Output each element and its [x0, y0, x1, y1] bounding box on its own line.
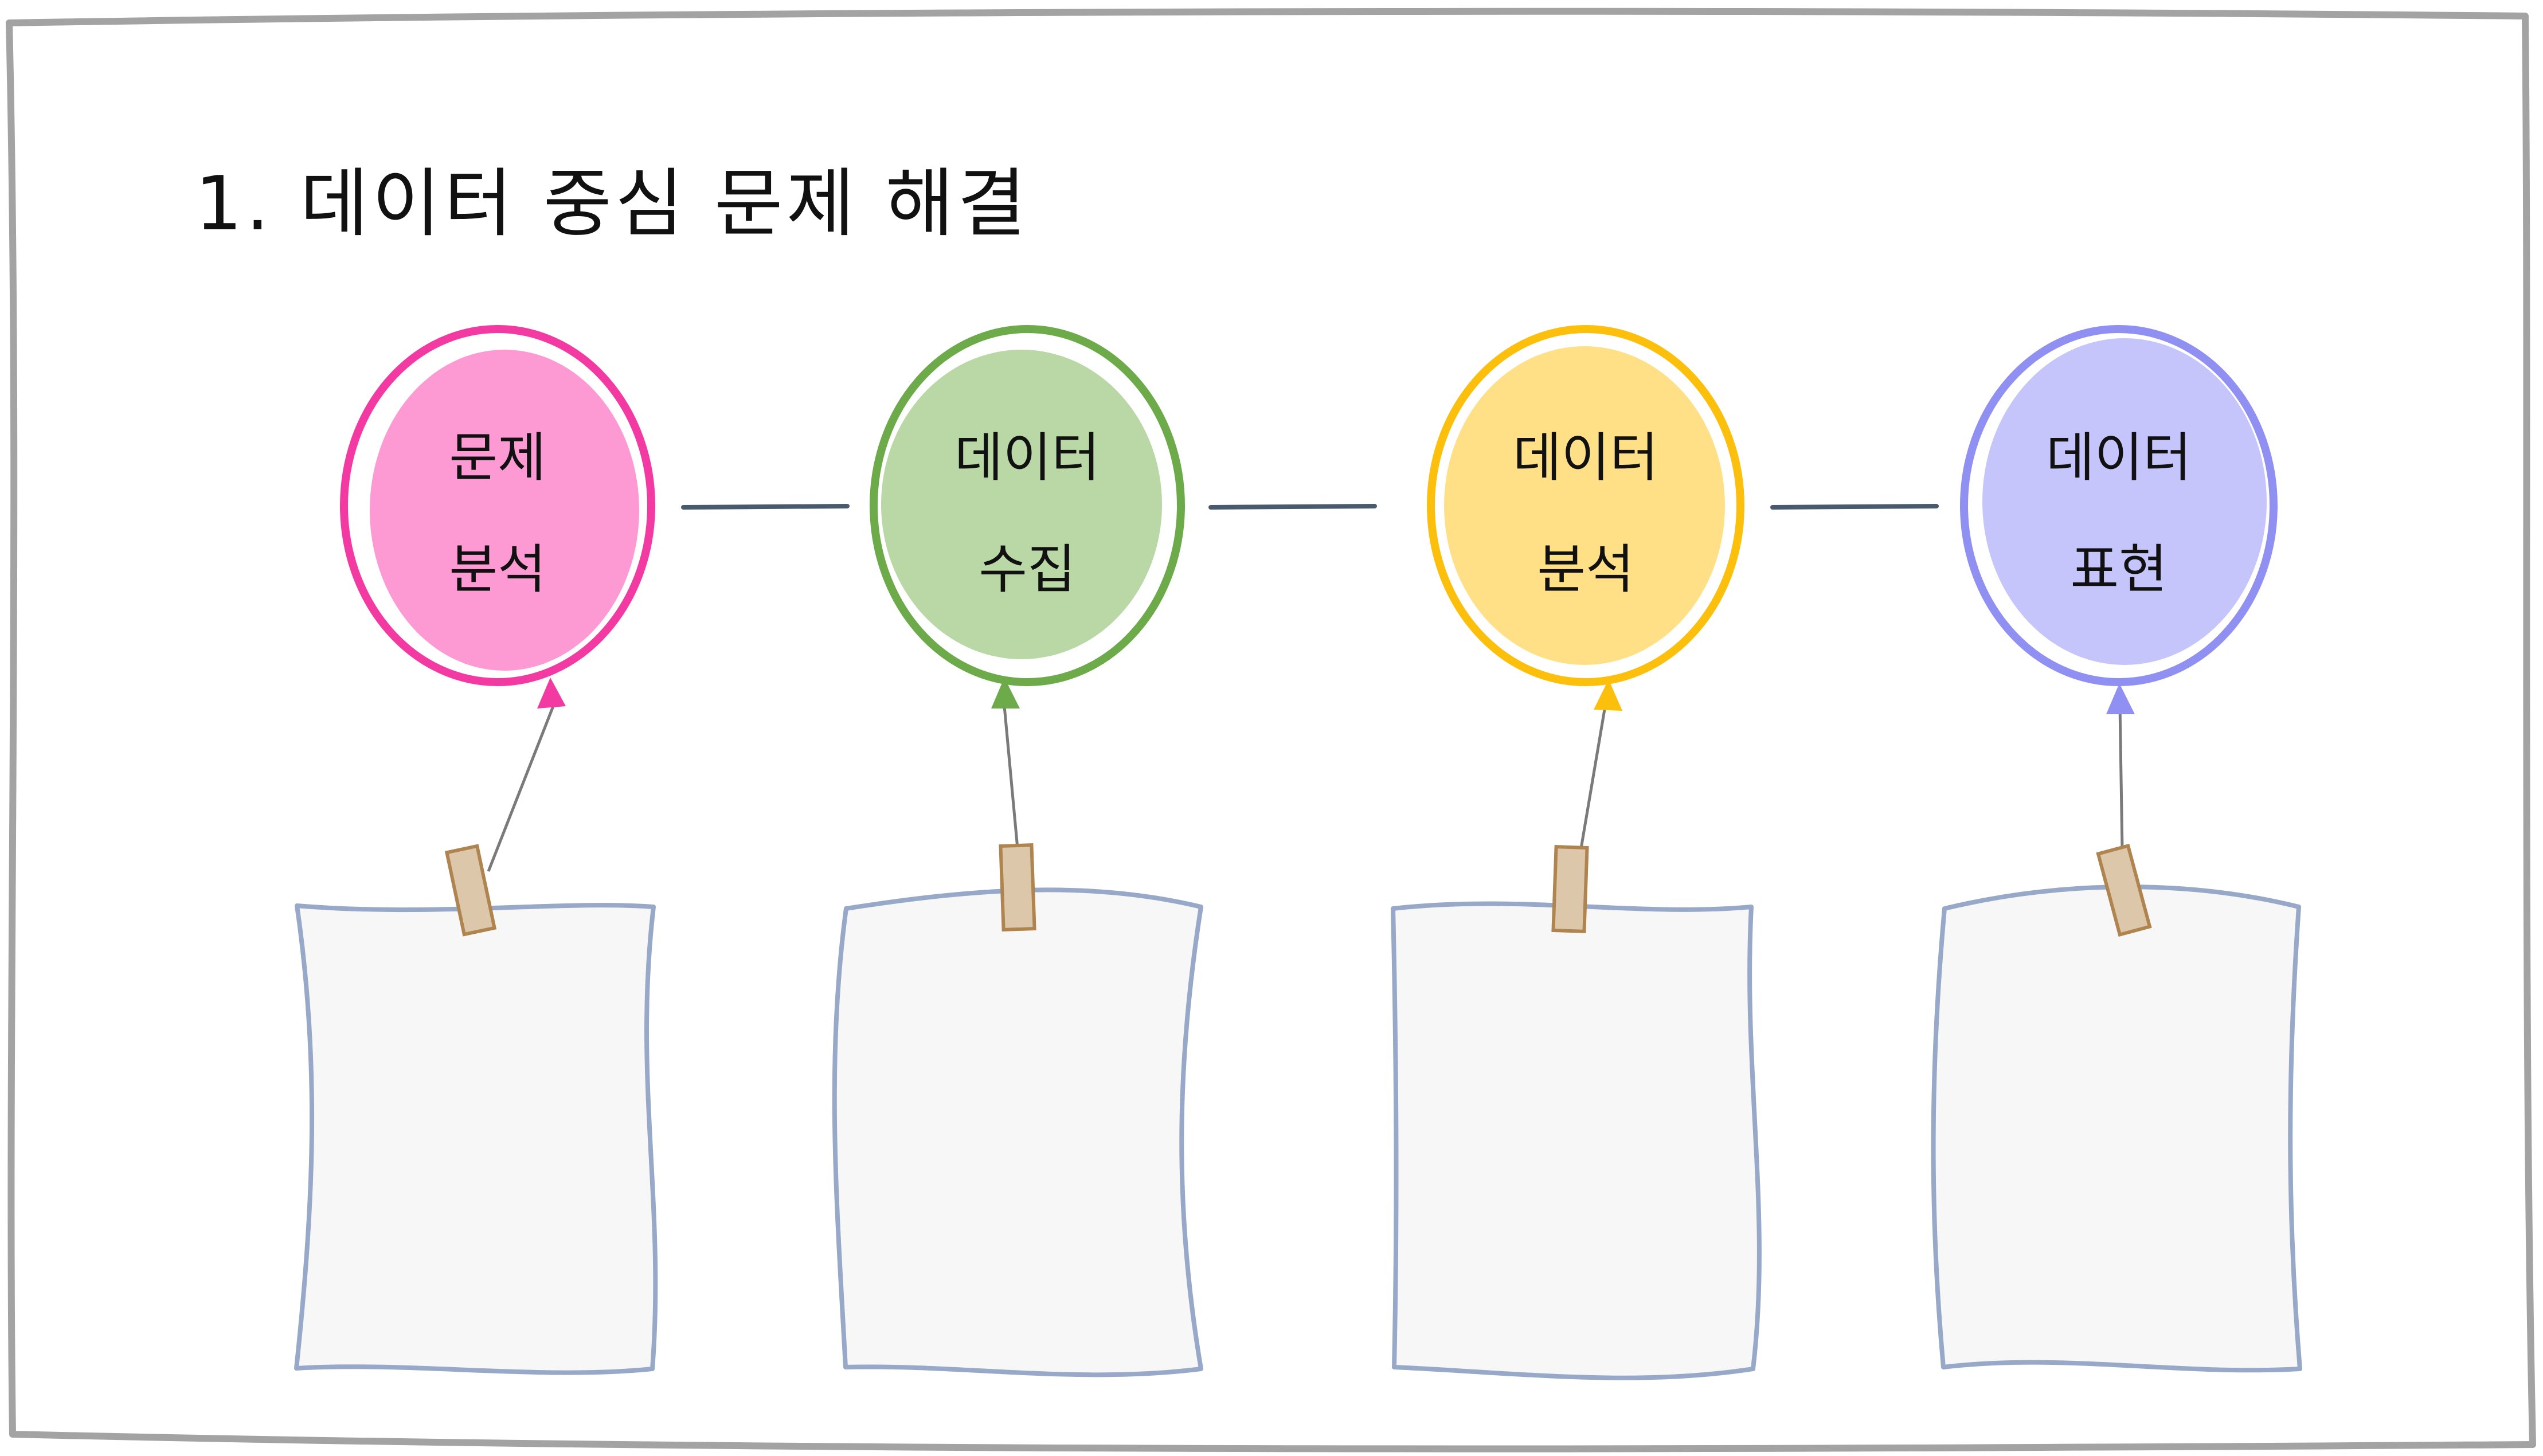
balloon-label-line2: 분석 — [449, 539, 546, 600]
balloon-string — [2118, 706, 2124, 849]
balloon-label-line2: 분석 — [1537, 539, 1634, 600]
balloon-label-line2: 수집 — [979, 539, 1075, 600]
note-paper — [294, 903, 658, 1375]
balloon: 데이터 수집 — [870, 325, 1185, 686]
step-data-visualization: 데이터 표현 — [1931, 325, 2302, 1373]
step-problem-analysis: 문제 분석 — [294, 325, 658, 1375]
balloon: 데이터 분석 — [1427, 325, 1744, 686]
balloon-label-line2: 표현 — [2070, 539, 2167, 600]
balloon-fill — [881, 350, 1162, 659]
balloon-fill — [1982, 338, 2267, 665]
balloon-fill — [1444, 346, 1725, 665]
balloon: 데이터 표현 — [1960, 325, 2278, 686]
balloon-knot — [1594, 679, 1622, 711]
page-title: 1. 데이터 중심 문제 해결 — [195, 160, 1030, 247]
balloon-knot — [537, 678, 566, 709]
step-data-analysis: 데이터 분석 — [1391, 325, 1762, 1380]
balloon-label-line1: 문제 — [449, 427, 546, 488]
balloon-label-line1: 데이터 — [1513, 427, 1658, 488]
balloon-string — [1579, 706, 1607, 849]
note-paper — [1931, 884, 2302, 1373]
tape-strip — [999, 843, 1036, 932]
note-paper — [832, 887, 1203, 1377]
balloon-knot — [2106, 683, 2135, 714]
step-data-collection: 데이터 수집 — [832, 325, 1203, 1377]
tape-strip — [2096, 843, 2152, 937]
connector-line — [1770, 504, 1939, 510]
note-paper — [1391, 901, 1762, 1380]
balloon-string — [1003, 706, 1019, 849]
connector-line — [681, 504, 850, 510]
tape-strip — [1551, 844, 1589, 934]
tape-strip — [444, 844, 497, 937]
balloon-knot — [991, 678, 1020, 709]
balloon-fill — [370, 350, 639, 671]
balloon-label-line1: 데이터 — [2046, 427, 2192, 488]
balloon-label-line1: 데이터 — [954, 427, 1100, 488]
connector-line — [1208, 504, 1377, 510]
outer-frame — [6, 7, 2536, 1453]
balloon-string — [487, 706, 555, 872]
balloon: 문제 분석 — [340, 325, 655, 686]
